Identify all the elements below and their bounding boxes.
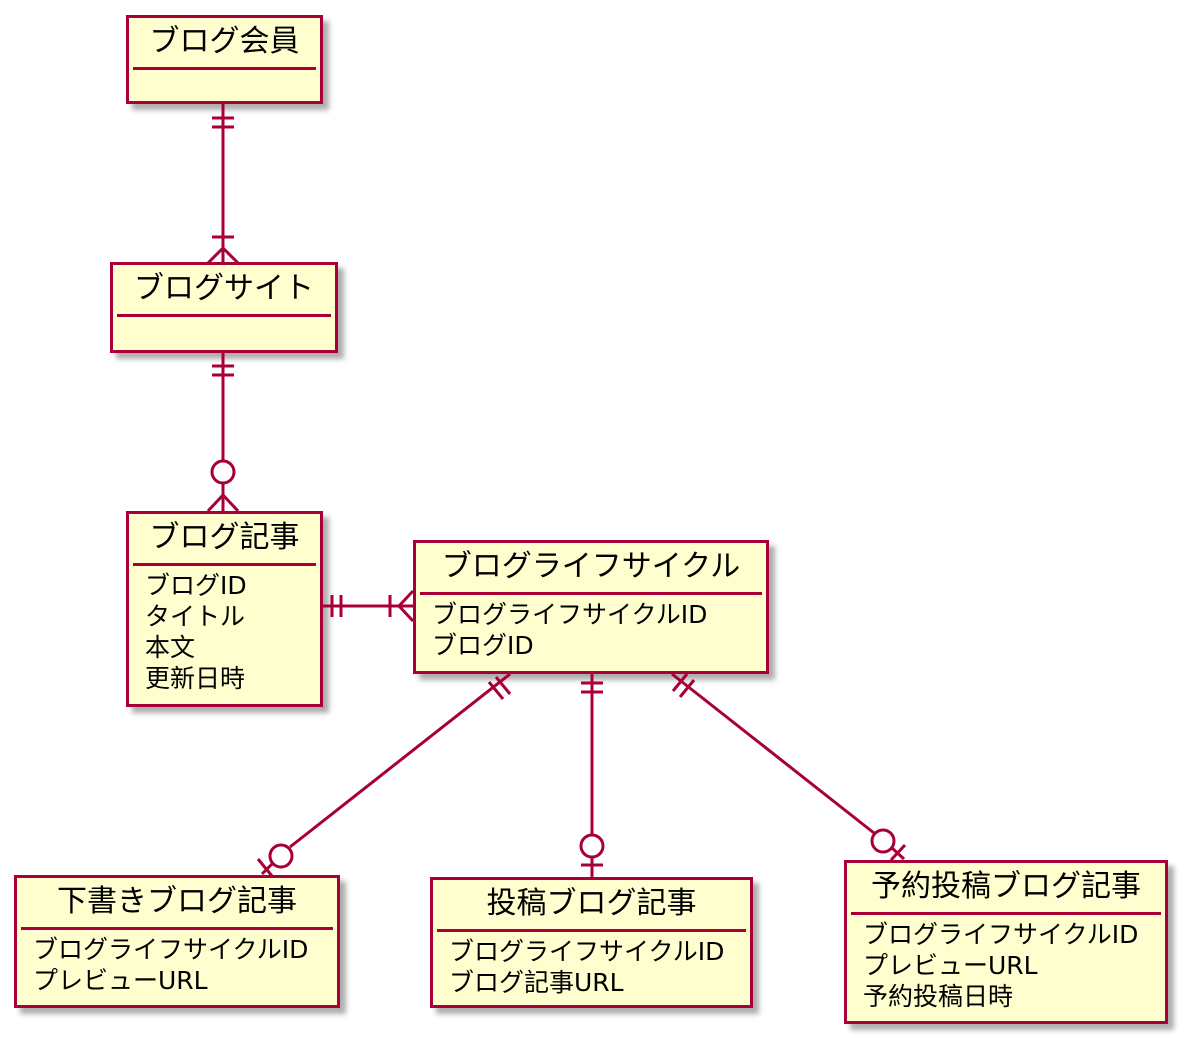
attribute: 本文 (145, 633, 196, 662)
entity-title: ブログ会員 (149, 24, 300, 59)
entity-title: ブログライフサイクル (441, 549, 741, 584)
attribute: ブログライフサイクルID (432, 600, 708, 629)
attribute: プレビューURL (33, 966, 208, 995)
attribute: ブログライフサイクルID (33, 935, 309, 964)
entity-title: 予約投稿ブログ記事 (871, 869, 1141, 904)
entity-divider (851, 912, 1161, 915)
entity-attributes: ブログライフサイクルID プレビューURL (17, 930, 337, 996)
entity-title: 下書きブログ記事 (57, 884, 297, 919)
entity-blog-member: ブログ会員 (126, 15, 323, 104)
attribute: ブログID (432, 631, 534, 660)
entity-attributes: ブログID タイトル 本文 更新日時 (129, 566, 320, 694)
relation-lifecycle-scheduled (671, 672, 907, 862)
entity-divider (133, 67, 316, 70)
relation-lifecycle-posted (579, 674, 605, 877)
relation-article-lifecycle (322, 589, 415, 623)
attribute: ブログライフサイクルID (449, 937, 725, 966)
entity-attributes: ブログライフサイクルID プレビューURL 予約投稿日時 (847, 915, 1165, 1012)
entity-title: ブログサイト (134, 271, 314, 306)
entity-title: ブログ記事 (149, 520, 300, 555)
attribute: ブログライフサイクルID (863, 920, 1139, 949)
attribute: プレビューURL (863, 951, 1038, 980)
attribute: タイトル (145, 602, 246, 631)
entity-divider (420, 592, 762, 595)
attribute: ブログID (145, 571, 247, 600)
attribute: 更新日時 (145, 664, 246, 693)
entity-attributes: ブログライフサイクルID ブログID (416, 595, 766, 661)
entity-scheduled-article: 予約投稿ブログ記事 ブログライフサイクルID プレビューURL 予約投稿日時 (844, 860, 1168, 1024)
entity-divider (437, 929, 746, 932)
entity-divider (133, 563, 316, 566)
entity-blog-lifecycle: ブログライフサイクル ブログライフサイクルID ブログID (413, 540, 769, 674)
attribute: 予約投稿日時 (863, 982, 1014, 1011)
relation-site-article (206, 353, 240, 513)
entity-blog-article: ブログ記事 ブログID タイトル 本文 更新日時 (126, 511, 323, 707)
entity-posted-article: 投稿ブログ記事 ブログライフサイクルID ブログ記事URL (430, 877, 753, 1008)
entity-blog-site: ブログサイト (110, 262, 338, 353)
entity-divider (21, 927, 333, 930)
attribute: ブログ記事URL (449, 968, 624, 997)
entity-divider (117, 314, 331, 317)
relation-member-site (206, 104, 240, 265)
entity-draft-article: 下書きブログ記事 ブログライフサイクルID プレビューURL (14, 875, 340, 1008)
entity-title: 投稿ブログ記事 (486, 886, 697, 921)
entity-attributes: ブログライフサイクルID ブログ記事URL (433, 932, 750, 998)
